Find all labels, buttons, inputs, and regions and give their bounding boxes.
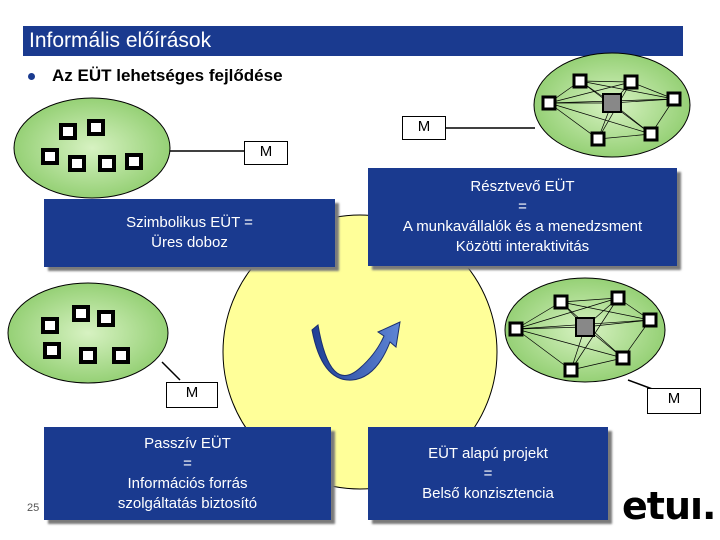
box-text-line: =	[483, 464, 493, 482]
symbolic-nodes	[41, 119, 143, 172]
participative-box: Résztvevő EÜT = A munkavállalók és a men…	[368, 168, 677, 266]
box-text-line: EÜT alapú projekt	[428, 444, 548, 462]
center-circle	[222, 214, 498, 490]
box-text-line: szolgáltatás biztosító	[117, 494, 258, 512]
project-nodes	[508, 290, 658, 378]
page-number: 25	[27, 502, 40, 514]
title-bar: Informális előírások	[23, 26, 683, 56]
box-text-line: Üres doboz	[151, 234, 228, 251]
project-box: EÜT alapú projekt = Belső konzisztencia	[368, 427, 608, 520]
page-title: Informális előírások	[29, 29, 212, 52]
subtitle: Az EÜT lehetséges fejlődése	[52, 66, 283, 85]
etui-logo: etuı.	[622, 484, 716, 528]
passive-group-ellipse	[7, 282, 169, 384]
box-text-line: Szimbolikus EÜT =	[126, 214, 253, 231]
m-label-top-right: M	[402, 116, 446, 140]
passive-box: Passzív EÜT = Információs forrás szolgál…	[44, 427, 331, 520]
symbolic-group-ellipse	[13, 97, 171, 199]
passive-nodes	[41, 305, 130, 364]
box-text-line: Közötti interaktivitás	[455, 238, 590, 255]
m-label-top-left: M	[244, 141, 288, 165]
box-text-line: =	[183, 454, 192, 472]
participative-nodes	[541, 73, 682, 147]
manager-node	[602, 93, 622, 113]
symbolic-box: Szimbolikus EÜT = Üres doboz	[44, 199, 335, 267]
box-text-line: A munkavállalók és a menedzsment	[402, 218, 643, 235]
m-label-bottom-right: M	[647, 388, 701, 414]
box-text-line: Információs forrás	[127, 474, 248, 492]
m-label-bottom-left: M	[166, 382, 218, 408]
manager-node	[575, 317, 595, 337]
bullet-icon	[28, 73, 35, 80]
box-text-line: Résztvevő EÜT	[470, 178, 575, 195]
curved-arrow-icon	[311, 321, 401, 381]
connector-bottom-left	[161, 361, 181, 381]
box-text-line: Belső konzisztencia	[422, 484, 554, 502]
box-text-line: Passzív EÜT	[144, 434, 231, 452]
box-text-line: =	[518, 198, 527, 215]
